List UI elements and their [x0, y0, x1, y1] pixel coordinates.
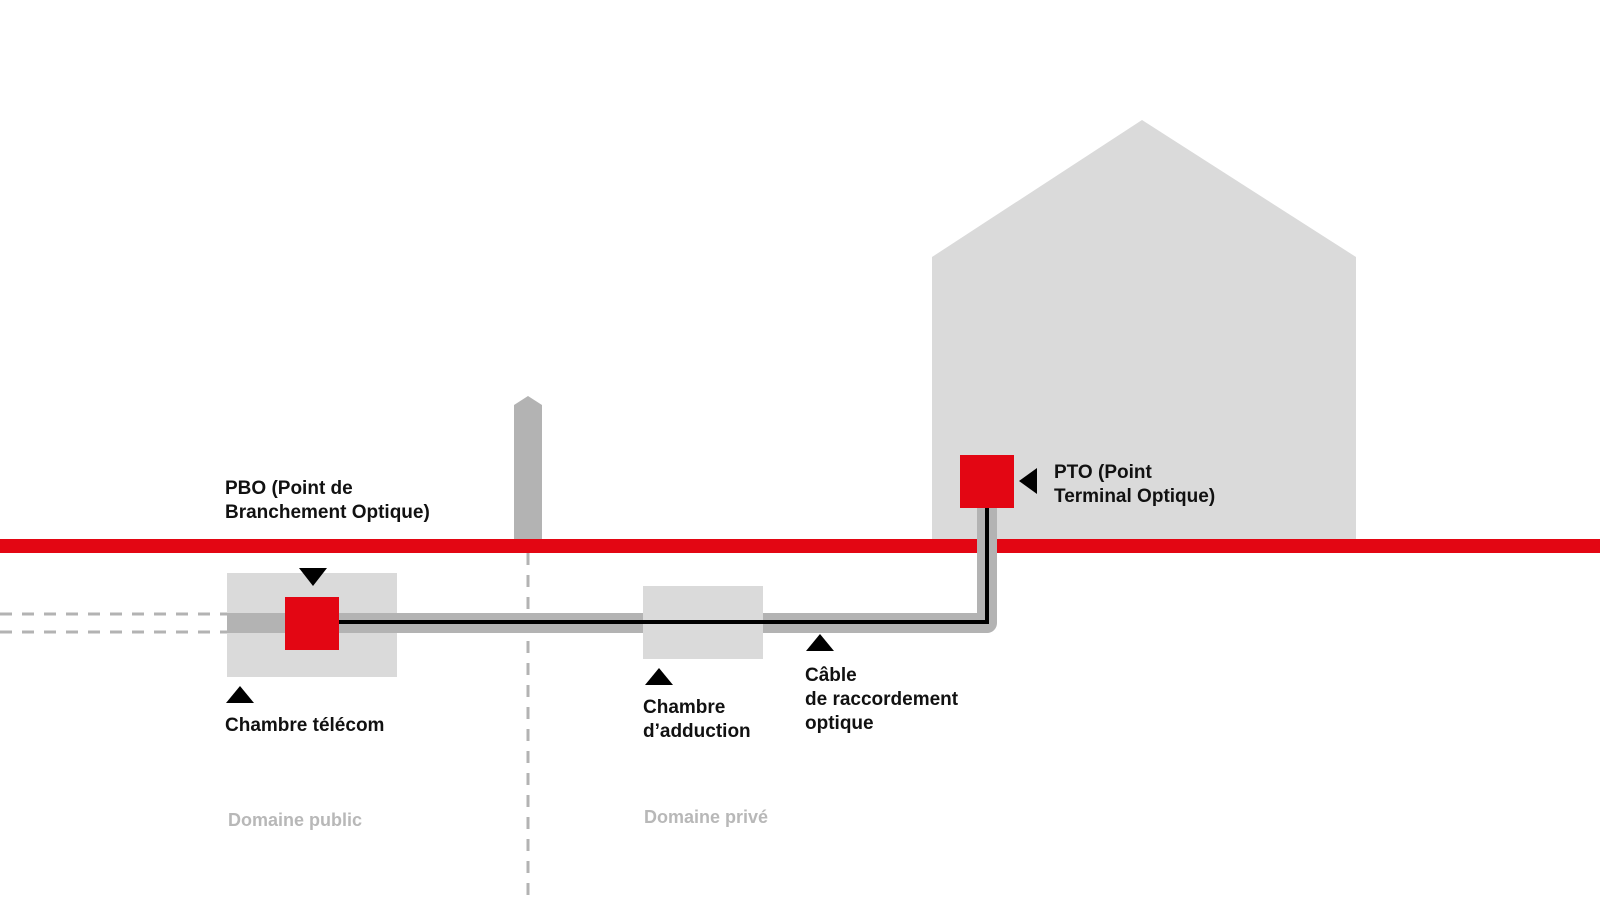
- pbo-label: PBO (Point de Branchement Optique): [225, 477, 430, 525]
- cable-arrow-up-icon: [806, 634, 834, 651]
- pbo-arrow-down-icon: [299, 568, 327, 586]
- pbo-box: [285, 597, 339, 650]
- cable-label: Câble de raccordement optique: [805, 664, 958, 736]
- domain-prive-label: Domaine privé: [644, 807, 769, 827]
- chambre-adduction-label: Chambre d’adduction: [643, 696, 751, 744]
- house: [932, 120, 1356, 540]
- pto-arrow-left-icon: [1019, 468, 1037, 494]
- pbo-label-line1: PBO (Point de: [225, 478, 353, 499]
- pto-box: [960, 455, 1014, 508]
- chambre-adduction-label-line1: Chambre: [643, 697, 726, 718]
- pto-label-line1: PTO (Point: [1054, 462, 1152, 483]
- pto-label: PTO (Point Terminal Optique): [1054, 461, 1215, 509]
- domain-public-label: Domaine public: [228, 810, 363, 830]
- chambre-adduction-arrow-up-icon: [645, 668, 673, 685]
- fiber-cable: [312, 500, 989, 624]
- chambre-telecom-label-text: Chambre télécom: [225, 715, 385, 736]
- cable-label-line2: de raccordement: [805, 689, 959, 710]
- cable-label-line3: optique: [805, 713, 874, 734]
- chambre-telecom-label: Chambre télécom: [225, 714, 384, 738]
- chambre-telecom-arrow-up-icon: [226, 686, 254, 703]
- chambre-adduction-label-line2: d’adduction: [643, 721, 751, 742]
- pbo-label-line2: Branchement Optique): [225, 502, 430, 523]
- ground-line: [0, 539, 1600, 553]
- pto-label-line2: Terminal Optique): [1054, 486, 1216, 507]
- boundary-post: [514, 396, 542, 540]
- cable-label-line1: Câble: [805, 665, 857, 686]
